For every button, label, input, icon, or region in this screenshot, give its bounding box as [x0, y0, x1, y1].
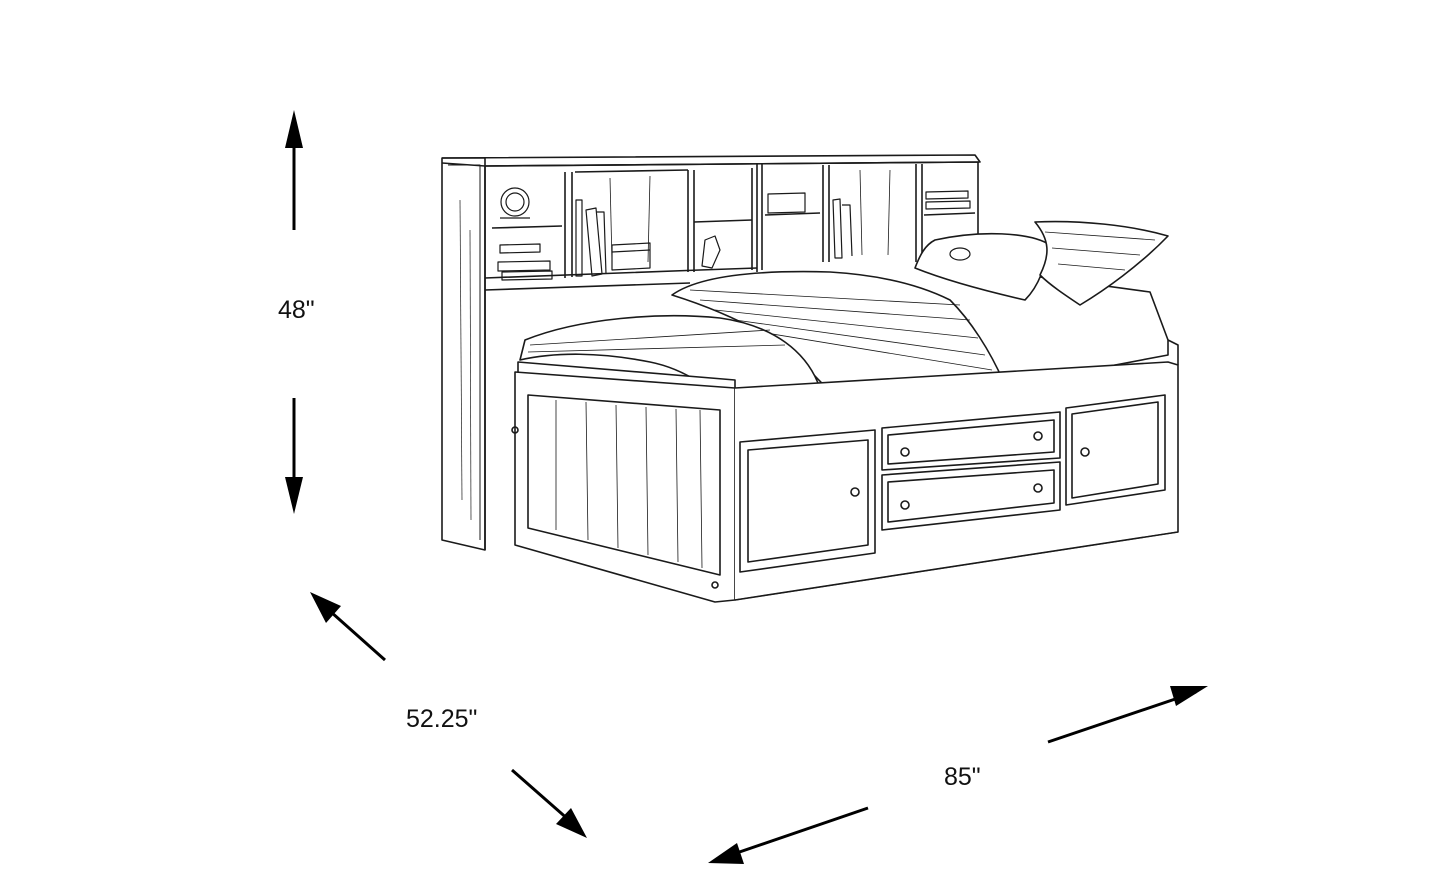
daybed-illustration	[441, 154, 1179, 603]
width-arrow	[708, 686, 1208, 864]
depth-dimension-label: 52.25"	[406, 705, 478, 733]
width-dimension-label: 85"	[944, 763, 981, 791]
shelf-decor	[497, 187, 971, 281]
storage-base	[511, 339, 1179, 603]
depth-arrow	[310, 592, 587, 838]
mattress-bedding	[517, 220, 1169, 461]
height-arrow	[285, 110, 303, 514]
height-dimension-label: 48"	[278, 296, 315, 324]
